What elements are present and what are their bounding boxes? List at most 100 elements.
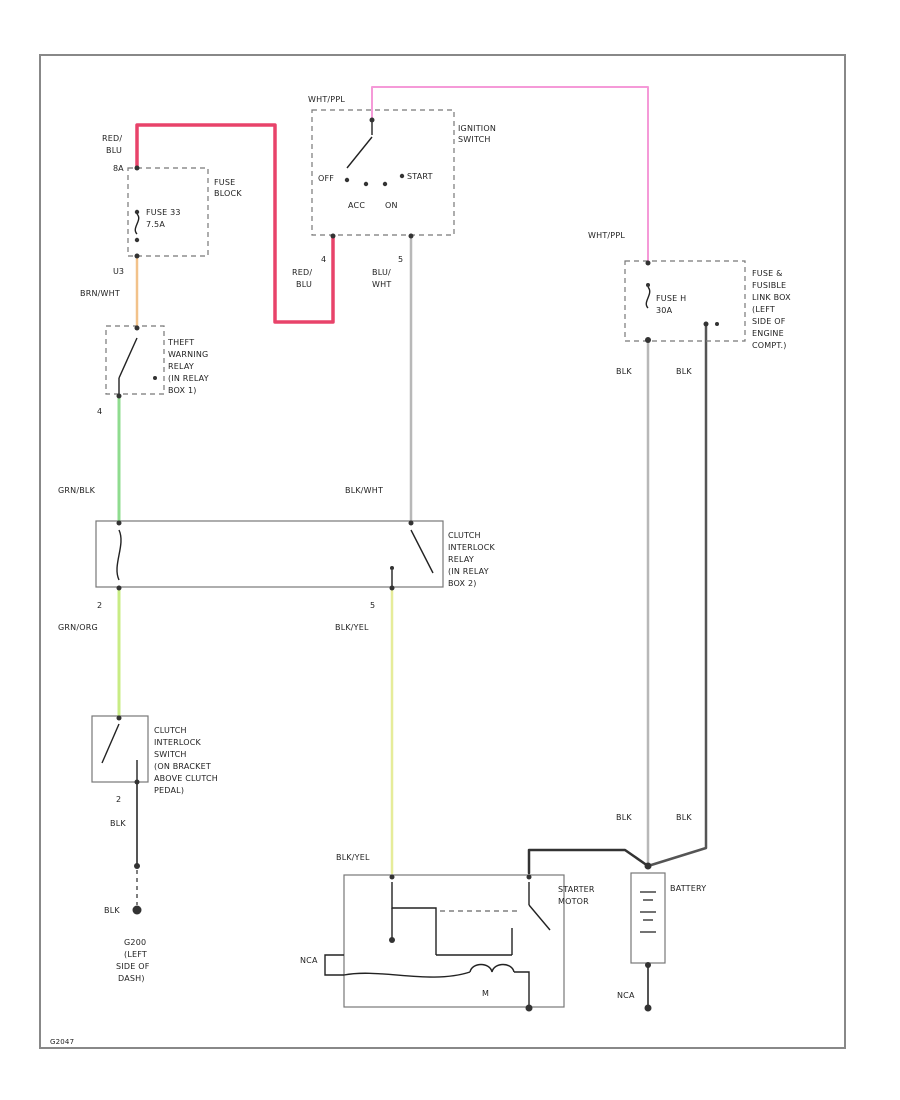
label-start: START bbox=[407, 172, 433, 181]
label-fusible-box-7: COMPT.) bbox=[752, 341, 787, 350]
label-pin-8a: 8A bbox=[113, 164, 124, 173]
label-g200-4: DASH) bbox=[118, 974, 145, 983]
label-nca-bottom: NCA bbox=[617, 991, 635, 1000]
ignition-contact-off bbox=[344, 177, 350, 183]
ground-splice bbox=[134, 863, 140, 869]
label-blk-d: BLK bbox=[676, 813, 692, 822]
label-red-blu-top-2: BLU bbox=[106, 146, 122, 155]
label-red-blu-top-1: RED/ bbox=[102, 134, 122, 143]
ignition-switch-blade bbox=[346, 136, 373, 169]
ignition-pin-4 bbox=[330, 233, 336, 239]
label-red-blu-mid-1: RED/ bbox=[292, 268, 312, 277]
label-clutch-switch-2: INTERLOCK bbox=[154, 738, 201, 747]
label-fusible-box-4: (LEFT bbox=[752, 305, 775, 314]
label-pin-5-ignition: 5 bbox=[398, 255, 403, 264]
battery-negative bbox=[645, 962, 651, 968]
label-theft-relay-1: THEFT bbox=[167, 338, 194, 347]
fuse-h-element bbox=[645, 286, 651, 309]
label-clutch-relay-4: (IN RELAY bbox=[448, 567, 489, 576]
ignition-contact-start bbox=[399, 173, 405, 179]
clutch-relay-blade bbox=[410, 529, 434, 574]
label-pin-5-relay: 5 bbox=[370, 601, 375, 610]
label-clutch-switch-3: SWITCH bbox=[154, 750, 187, 759]
label-theft-relay-5: BOX 1) bbox=[168, 386, 197, 395]
starter-solenoid-coil-a bbox=[391, 882, 437, 955]
starter-nca-bracket bbox=[324, 954, 344, 976]
label-grn-org: GRN/ORG bbox=[58, 623, 98, 632]
label-fusible-box-5: SIDE OF bbox=[752, 317, 786, 326]
label-ignition-switch-2: SWITCH bbox=[458, 135, 491, 144]
label-pin-4-ignition: 4 bbox=[321, 255, 326, 264]
theft-relay-blade bbox=[118, 337, 138, 379]
clutch-relay-coil bbox=[116, 529, 122, 581]
theft-relay-pin-top bbox=[134, 325, 140, 331]
fusible-link-terminal bbox=[703, 321, 709, 327]
label-acc: ACC bbox=[348, 201, 365, 210]
label-wht-ppl-top: WHT/PPL bbox=[308, 95, 345, 104]
battery-ground-nca bbox=[644, 1004, 652, 1012]
label-clutch-relay-3: RELAY bbox=[448, 555, 474, 564]
label-blu-wht-2: WHT bbox=[372, 280, 391, 289]
label-clutch-relay-2: INTERLOCK bbox=[448, 543, 495, 552]
clutch-relay-contact bbox=[390, 566, 394, 570]
theft-relay-pin-4 bbox=[116, 393, 122, 399]
label-blu-wht-1: BLU/ bbox=[372, 268, 391, 277]
wire-wht-ppl bbox=[371, 86, 649, 264]
label-fuse-block-2: BLOCK bbox=[214, 189, 242, 198]
label-pin-2: 2 bbox=[97, 601, 102, 610]
fuse-33-element bbox=[134, 213, 140, 235]
label-theft-relay-4: (IN RELAY bbox=[168, 374, 209, 383]
label-m: M bbox=[482, 989, 489, 998]
label-clutch-relay-5: BOX 2) bbox=[448, 579, 477, 588]
label-pin-u3: U3 bbox=[113, 267, 124, 276]
wire-red-blu bbox=[135, 123, 335, 324]
wire-blk-fusible bbox=[646, 323, 708, 868]
battery-box bbox=[630, 872, 666, 964]
label-clutch-switch-6: PEDAL) bbox=[154, 786, 184, 795]
label-starter-motor-1: STARTER bbox=[558, 885, 595, 894]
clutch-relay-box bbox=[95, 520, 444, 588]
theft-relay-contact bbox=[153, 376, 157, 380]
clutch-relay-pin-top-left bbox=[116, 520, 122, 526]
ignition-contact-acc bbox=[363, 181, 369, 187]
clutch-switch-pin-top bbox=[116, 715, 122, 721]
label-pin-2-switch: 2 bbox=[116, 795, 121, 804]
label-nca-left: NCA bbox=[300, 956, 318, 965]
starter-ground bbox=[525, 1004, 533, 1012]
label-starter-motor-2: MOTOR bbox=[558, 897, 589, 906]
ignition-pin-5 bbox=[408, 233, 414, 239]
clutch-switch-blade bbox=[101, 723, 120, 764]
label-figure-stamp: G2047 bbox=[50, 1038, 74, 1046]
fusible-box-pin-bottom bbox=[645, 337, 651, 343]
clutch-switch-box bbox=[91, 715, 149, 783]
label-on: ON bbox=[385, 201, 398, 210]
label-fuse-block-1: FUSE bbox=[214, 178, 235, 187]
starter-motor-coil bbox=[469, 963, 515, 973]
fuse-block-box bbox=[127, 167, 209, 257]
starter-motor-box bbox=[343, 874, 565, 1008]
fuse-block-pin-8a bbox=[134, 165, 140, 171]
label-battery: BATTERY bbox=[670, 884, 706, 893]
label-blk-c: BLK bbox=[616, 813, 632, 822]
fuse-h-top bbox=[646, 283, 650, 287]
label-theft-relay-3: RELAY bbox=[168, 362, 194, 371]
theft-relay-box bbox=[105, 325, 165, 395]
label-blk-switch: BLK bbox=[110, 819, 126, 828]
ground-g200-symbol bbox=[132, 905, 142, 915]
label-fuse-33-2: 7.5A bbox=[146, 220, 165, 229]
starter-coil-ground bbox=[389, 937, 395, 943]
fuse-33-top bbox=[134, 209, 140, 215]
fusible-box-pin-top bbox=[645, 260, 651, 266]
clutch-relay-pin-top-right bbox=[408, 520, 414, 526]
label-blk-wht: BLK/WHT bbox=[345, 486, 383, 495]
clutch-switch-pin-2 bbox=[134, 779, 140, 785]
clutch-relay-pin-2 bbox=[116, 585, 122, 591]
ignition-contact-on bbox=[382, 181, 388, 187]
clutch-relay-pin-5 bbox=[389, 585, 395, 591]
label-fusible-box-1: FUSE & bbox=[752, 269, 783, 278]
diagram-frame bbox=[39, 54, 846, 1049]
ignition-switch-box bbox=[311, 109, 455, 236]
label-fuse-33-1: FUSE 33 bbox=[146, 208, 181, 217]
label-grn-blk: GRN/BLK bbox=[58, 486, 96, 495]
label-fusible-box-2: FUSIBLE bbox=[752, 281, 786, 290]
